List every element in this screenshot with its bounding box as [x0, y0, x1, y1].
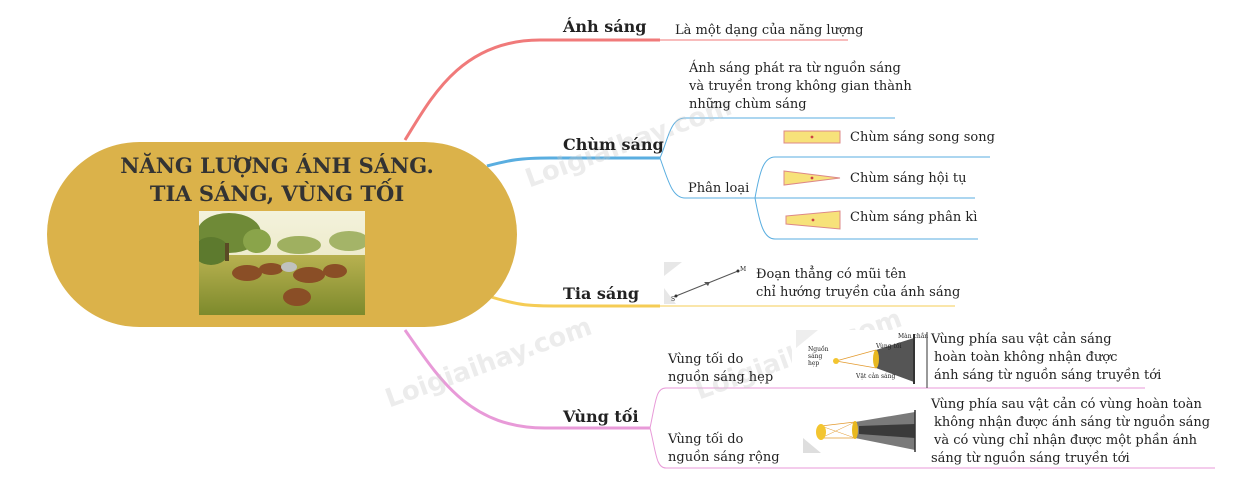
- chum-sang-def-line1: Ánh sáng phát ra từ nguồn sáng: [689, 61, 901, 76]
- chum-sang-definition: Ánh sáng phát ra từ nguồn sáng và truyền…: [689, 60, 912, 114]
- wide-source-line2: nguồn sáng rộng: [668, 450, 780, 465]
- anh-sang-description: Là một dạng của năng lượng: [675, 23, 864, 38]
- branch-chum-sang-label: Chùm sáng: [563, 135, 664, 154]
- connector-vung-toi-wide: [649, 427, 790, 469]
- beam-type-parallel: Chùm sáng song song: [850, 130, 995, 145]
- beam-type-diverging: Chùm sáng phân kì: [850, 210, 978, 225]
- connector-classify-1: [754, 156, 990, 199]
- light-ray-figure: [664, 262, 750, 304]
- branch-vung-toi-label: Vùng tối: [563, 407, 639, 426]
- vung-toi-wide-source: Vùng tối do nguồn sáng rộng: [668, 431, 780, 467]
- shadow-tag: Vùng tối: [876, 343, 902, 350]
- connector-chum-sang-def: [659, 117, 895, 159]
- central-title-line1: NĂNG LƯỢNG ÁNH SÁNG.: [120, 153, 434, 178]
- connector-classify-3: [754, 197, 978, 240]
- connector-vung-toi-narrow: [649, 387, 790, 429]
- connector-anh-sang: [403, 38, 660, 141]
- narrow-source-line1: Vùng tối do: [668, 352, 744, 367]
- connector-tia-sang: [487, 294, 660, 308]
- chum-sang-classify-label: Phân loại: [688, 181, 750, 196]
- chum-sang-def-line2: và truyền trong không gian thành: [689, 79, 912, 94]
- tia-sang-desc-line2: chỉ hướng truyền của ánh sáng: [756, 285, 961, 300]
- narrow-source-line2: nguồn sáng hẹp: [668, 370, 774, 385]
- tia-sang-description: Đoạn thẳng có mũi tên chỉ hướng truyền c…: [756, 266, 960, 302]
- ray-end-label: M: [740, 266, 747, 273]
- converging-beam-icon: [783, 170, 841, 186]
- vung-toi-narrow-description: Vùng phía sau vật cản sáng hoàn toàn khô…: [931, 331, 1161, 385]
- narrow-desc-line2: hoàn toàn không nhận được: [934, 350, 1118, 365]
- ray-start-label: S: [671, 296, 676, 303]
- branch-anh-sang-label: Ánh sáng: [563, 17, 647, 36]
- narrow-source-shadow-figure: [792, 330, 925, 385]
- wide-desc-line4: sáng từ nguồn sáng truyền tới: [931, 451, 1130, 466]
- branch-tia-sang-label: Tia sáng: [563, 284, 640, 303]
- wide-desc-line1: Vùng phía sau vật cản có vùng hoàn toàn: [931, 397, 1202, 412]
- chum-sang-def-line3: những chùm sáng: [689, 97, 807, 112]
- central-topic-title: NĂNG LƯỢNG ÁNH SÁNG. TIA SÁNG, VÙNG TỐI: [102, 152, 452, 208]
- narrow-source-tag: Nguồn sáng hẹp: [808, 346, 829, 367]
- vung-toi-wide-description: Vùng phía sau vật cản có vùng hoàn toàn …: [931, 396, 1210, 468]
- vung-toi-narrow-source: Vùng tối do nguồn sáng hẹp: [668, 351, 773, 387]
- connector-chum-sang: [486, 156, 660, 168]
- wide-desc-line2: không nhận được ánh sáng từ nguồn sáng: [934, 415, 1211, 430]
- beam-type-converging: Chùm sáng hội tụ: [850, 171, 967, 186]
- diverging-beam-icon: [785, 210, 841, 230]
- parallel-beam-icon: [783, 130, 841, 144]
- cows-in-meadow-photo: [199, 211, 365, 315]
- central-title-line2: TIA SÁNG, VÙNG TỐI: [149, 181, 405, 206]
- narrow-desc-line3: ánh sáng từ nguồn sáng truyền tới: [934, 368, 1162, 383]
- screen-tag: Màn chắn: [898, 333, 929, 340]
- obstacle-tag: Vật cản sáng: [856, 373, 896, 380]
- connector-chum-sang-classify: [659, 157, 755, 199]
- wide-source-shadow-figure: [803, 408, 925, 453]
- connector-vung-toi: [403, 329, 650, 430]
- wide-source-line1: Vùng tối do: [668, 432, 744, 447]
- narrow-desc-line1: Vùng phía sau vật cản sáng: [931, 332, 1112, 347]
- wide-desc-line3: và có vùng chỉ nhận được một phần ánh: [934, 433, 1198, 448]
- tia-sang-desc-line1: Đoạn thẳng có mũi tên: [756, 267, 907, 282]
